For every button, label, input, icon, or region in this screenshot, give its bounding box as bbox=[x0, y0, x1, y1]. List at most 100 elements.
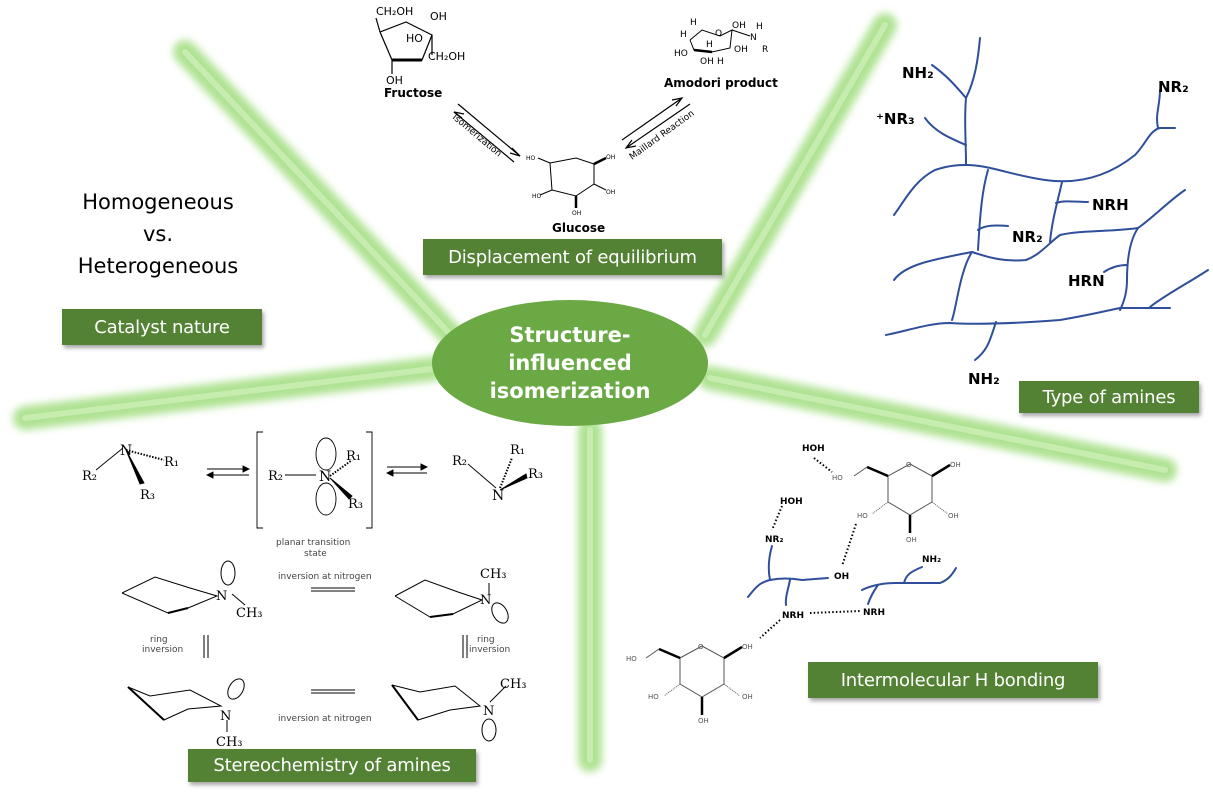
chemical-label: OH bbox=[606, 189, 615, 196]
chemical-label: H bbox=[717, 57, 724, 67]
amine-nh2-top: NH₂ bbox=[902, 64, 934, 82]
ring-inversion-right-1: ring bbox=[477, 635, 495, 645]
chemical-label: HO bbox=[857, 512, 868, 520]
chemical-label: OH bbox=[742, 643, 753, 651]
chemical-label: CH₃ bbox=[500, 677, 527, 692]
inversion-at-nitrogen-top: inversion at nitrogen bbox=[278, 572, 372, 582]
central-topic-line-3: isomerization bbox=[489, 379, 651, 403]
chemical-label: OH bbox=[742, 693, 753, 701]
amine-nh2-bottom: NH₂ bbox=[968, 370, 1000, 388]
chemical-label: R₂ bbox=[452, 454, 467, 469]
central-topic-node: Structure- influenced isomerization bbox=[432, 300, 708, 426]
fructose-ho: HO bbox=[406, 32, 423, 45]
glucose-name: Glucose bbox=[552, 221, 605, 235]
fructose-structure bbox=[375, 17, 433, 74]
chemical-label: O bbox=[906, 461, 912, 469]
amine-nrh: NRH bbox=[1092, 196, 1129, 214]
chemical-label: N bbox=[216, 589, 227, 604]
ring-inversion-left-1: ring bbox=[150, 635, 168, 645]
maillard-label: Maillard Reaction bbox=[628, 109, 697, 163]
central-topic-line-2: influenced bbox=[508, 351, 632, 375]
chemical-label: HO bbox=[626, 655, 637, 663]
amine-nr2-middle: NR₂ bbox=[1012, 228, 1043, 246]
inversion-at-nitrogen-bottom: inversion at nitrogen bbox=[278, 714, 372, 724]
chemical-label: N bbox=[750, 33, 757, 43]
nitrogen-inversion-scheme: N R₁ R₂ R₃ R₂ N R₁ R₃ planar transition … bbox=[82, 431, 543, 750]
chemical-label: R₃ bbox=[528, 467, 543, 482]
maillard-arrows bbox=[621, 97, 691, 149]
amine-hrn: HRN bbox=[1068, 272, 1105, 290]
chemical-label: OH bbox=[698, 717, 709, 725]
chemical-label: OH bbox=[906, 536, 917, 544]
chemical-label: CH₃ bbox=[216, 735, 243, 750]
chemical-label: H bbox=[680, 30, 687, 40]
chemical-label: R₁ bbox=[164, 455, 179, 470]
chemical-label: R₃ bbox=[348, 497, 363, 512]
hbond-oh: OH bbox=[834, 572, 849, 582]
chemical-label: OH bbox=[732, 21, 746, 31]
chemical-label: HO bbox=[832, 474, 843, 482]
chemical-label: R₁ bbox=[510, 443, 525, 458]
chemical-label: CH₃ bbox=[480, 567, 507, 582]
hbond-nrh-left: NRH bbox=[782, 611, 804, 621]
ring-inversion-left-2: inversion bbox=[142, 645, 183, 655]
amadori-structure bbox=[689, 29, 751, 54]
catalyst-line-3: Heterogeneous bbox=[77, 254, 239, 278]
chemical-label: OH bbox=[734, 45, 748, 55]
chemical-label: HO bbox=[648, 693, 659, 701]
fructose-name: Fructose bbox=[384, 86, 442, 100]
equilibrium-scheme: CH₂OH OH HO CH₂OH OH Fructose Isomerizat… bbox=[375, 5, 778, 235]
catalyst-nature-label: Catalyst nature bbox=[62, 309, 262, 345]
fructose-oh-top: OH bbox=[430, 10, 447, 23]
chemical-label: N bbox=[120, 443, 132, 459]
amadori-name: Amodori product bbox=[664, 76, 778, 90]
hydrogen-bonding-scheme: HO O OH HO OH OH HO O OH HO OH OH HOH HO… bbox=[626, 444, 961, 725]
hbond-hoh-top: HOH bbox=[802, 444, 825, 454]
amine-polymer-network: NH₂ ⁺NR₃ NR₂ NRH NR₂ HRN NH₂ bbox=[876, 37, 1209, 388]
chemical-label: N bbox=[480, 593, 491, 608]
catalyst-line-2: vs. bbox=[142, 222, 174, 246]
chemical-label: N bbox=[492, 488, 504, 504]
transition-state-caption-2: state bbox=[304, 549, 327, 559]
chemical-label: OH bbox=[950, 461, 961, 469]
chemical-label: H bbox=[756, 22, 763, 32]
fructose-oh-bottom: OH bbox=[386, 74, 403, 87]
chemical-label: HO bbox=[674, 49, 688, 59]
type-of-amines-label: Type of amines bbox=[1019, 381, 1199, 413]
displacement-of-equilibrium-label: Displacement of equilibrium bbox=[423, 239, 722, 275]
hbond-nh2: NH₂ bbox=[922, 555, 941, 565]
hbond-nr2: NR₂ bbox=[765, 535, 783, 545]
fructose-ch2oh-top: CH₂OH bbox=[376, 5, 413, 18]
stereochemistry-of-amines-label: Stereochemistry of amines bbox=[188, 749, 476, 782]
amine-nr2-top-right: NR₂ bbox=[1158, 78, 1189, 96]
chemical-label: O bbox=[715, 29, 722, 39]
catalyst-line-1: Homogeneous bbox=[82, 190, 234, 214]
chemical-label: O bbox=[698, 643, 704, 651]
glucose-structure bbox=[537, 156, 607, 208]
chemical-label: CH₃ bbox=[236, 606, 263, 621]
chemical-label: OH bbox=[948, 512, 959, 520]
chemical-label: OH bbox=[606, 154, 615, 161]
chemical-label: N bbox=[220, 709, 231, 724]
chemical-label: R₂ bbox=[82, 469, 97, 484]
transition-state-caption-1: planar transition bbox=[276, 538, 350, 548]
chemical-label: H bbox=[690, 18, 697, 28]
amine-nr3-plus: ⁺NR₃ bbox=[876, 110, 915, 128]
intermolecular-h-bonding-label: Intermolecular H bonding bbox=[808, 662, 1098, 698]
ring-inversion-right-2: inversion bbox=[469, 645, 510, 655]
chemical-label: N bbox=[319, 469, 331, 485]
isomerization-arrows bbox=[453, 103, 521, 163]
chemical-label: H bbox=[706, 40, 713, 50]
chemical-label: OH bbox=[700, 57, 714, 67]
chemical-label: R bbox=[762, 45, 768, 55]
chemical-label: HO bbox=[526, 155, 536, 162]
chemical-label: OH bbox=[572, 210, 581, 217]
fructose-ch2oh-right: CH₂OH bbox=[428, 50, 465, 63]
catalyst-description: Homogeneous vs. Heterogeneous bbox=[58, 186, 258, 282]
central-topic-line-1: Structure- bbox=[509, 323, 631, 347]
hbond-hoh-middle: HOH bbox=[780, 497, 803, 507]
chemical-label: R₂ bbox=[268, 469, 283, 484]
hbond-nrh-right: NRH bbox=[863, 608, 885, 618]
chemical-label: N bbox=[483, 704, 494, 719]
